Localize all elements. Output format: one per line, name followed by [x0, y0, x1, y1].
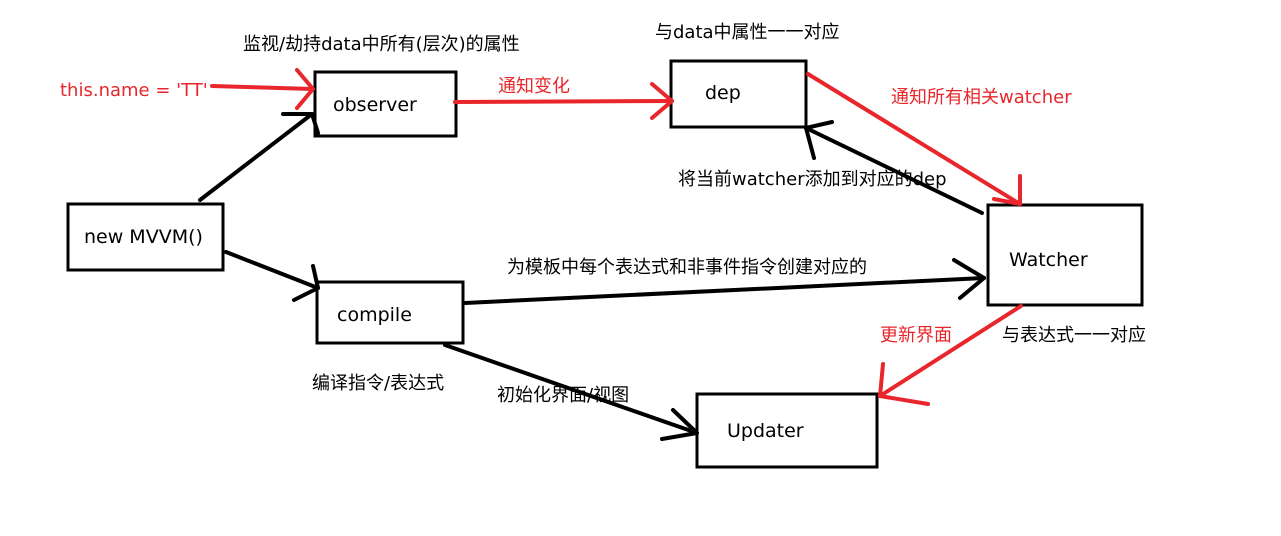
init-view-label: 初始化界面/视图 — [497, 385, 629, 406]
arrowhead-compile-updater — [660, 408, 699, 441]
updater-label: Updater — [727, 420, 804, 442]
watcher-description: 与表达式一一对应 — [1002, 325, 1146, 346]
arrowhead-mvvm-observer — [281, 112, 320, 135]
node-new-mvvm: new MVVM() — [66, 202, 225, 272]
compile-label: compile — [337, 304, 412, 326]
add-watcher-dep-label: 将当前watcher添加到对应的dep — [678, 169, 947, 190]
arrowhead-watcher-updater — [878, 362, 930, 406]
arrowhead-mvvm-compile — [292, 264, 320, 302]
this-name-code: this.name = 'TT' — [60, 80, 208, 101]
new-mvvm-box — [66, 202, 225, 272]
arrowhead-this-name-observer — [295, 68, 315, 110]
arrow-mvvm-compile — [224, 250, 320, 290]
arrow-this-name-observer — [210, 84, 315, 91]
create-watcher-label: 为模板中每个表达式和非事件指令创建对应的 — [507, 257, 867, 278]
arrow-dep-watcher — [806, 72, 1022, 206]
arrowhead-dep-watcher — [992, 174, 1022, 206]
new-mvvm-label: new MVVM() — [84, 226, 203, 248]
watcher-label: Watcher — [1009, 249, 1088, 271]
update-view-label: 更新界面 — [880, 325, 952, 346]
arrow-compile-watcher — [463, 276, 986, 305]
dep-box — [669, 59, 808, 129]
arrowhead-observer-dep — [650, 82, 674, 120]
node-watcher: Watcher — [986, 203, 1144, 307]
node-compile: compile — [315, 280, 465, 345]
arrow-watcher-updater — [878, 304, 1023, 398]
arrow-compile-updater — [443, 343, 699, 435]
notify-change-label: 通知变化 — [498, 76, 570, 97]
arrow-observer-dep — [453, 99, 674, 104]
watcher-box — [986, 203, 1144, 307]
observer-description: 监视/劫持data中所有(层次)的属性 — [243, 34, 520, 55]
compile-box — [315, 280, 465, 345]
node-observer: observer — [313, 70, 458, 138]
notify-watchers-label: 通知所有相关watcher — [891, 87, 1072, 108]
arrow-mvvm-observer — [198, 112, 314, 202]
arrow-watcher-dep — [804, 126, 984, 215]
red-arrows — [210, 68, 1023, 406]
arrowhead-watcher-dep — [804, 120, 834, 160]
node-dep: dep — [669, 59, 808, 129]
observer-label: observer — [333, 94, 417, 116]
black-arrows — [198, 112, 986, 441]
node-updater: Updater — [695, 392, 879, 469]
arrowhead-compile-watcher — [952, 258, 986, 300]
compile-description: 编译指令/表达式 — [312, 373, 444, 394]
dep-description: 与data中属性一一对应 — [655, 22, 840, 43]
observer-box — [313, 70, 458, 138]
dep-label: dep — [705, 82, 741, 104]
